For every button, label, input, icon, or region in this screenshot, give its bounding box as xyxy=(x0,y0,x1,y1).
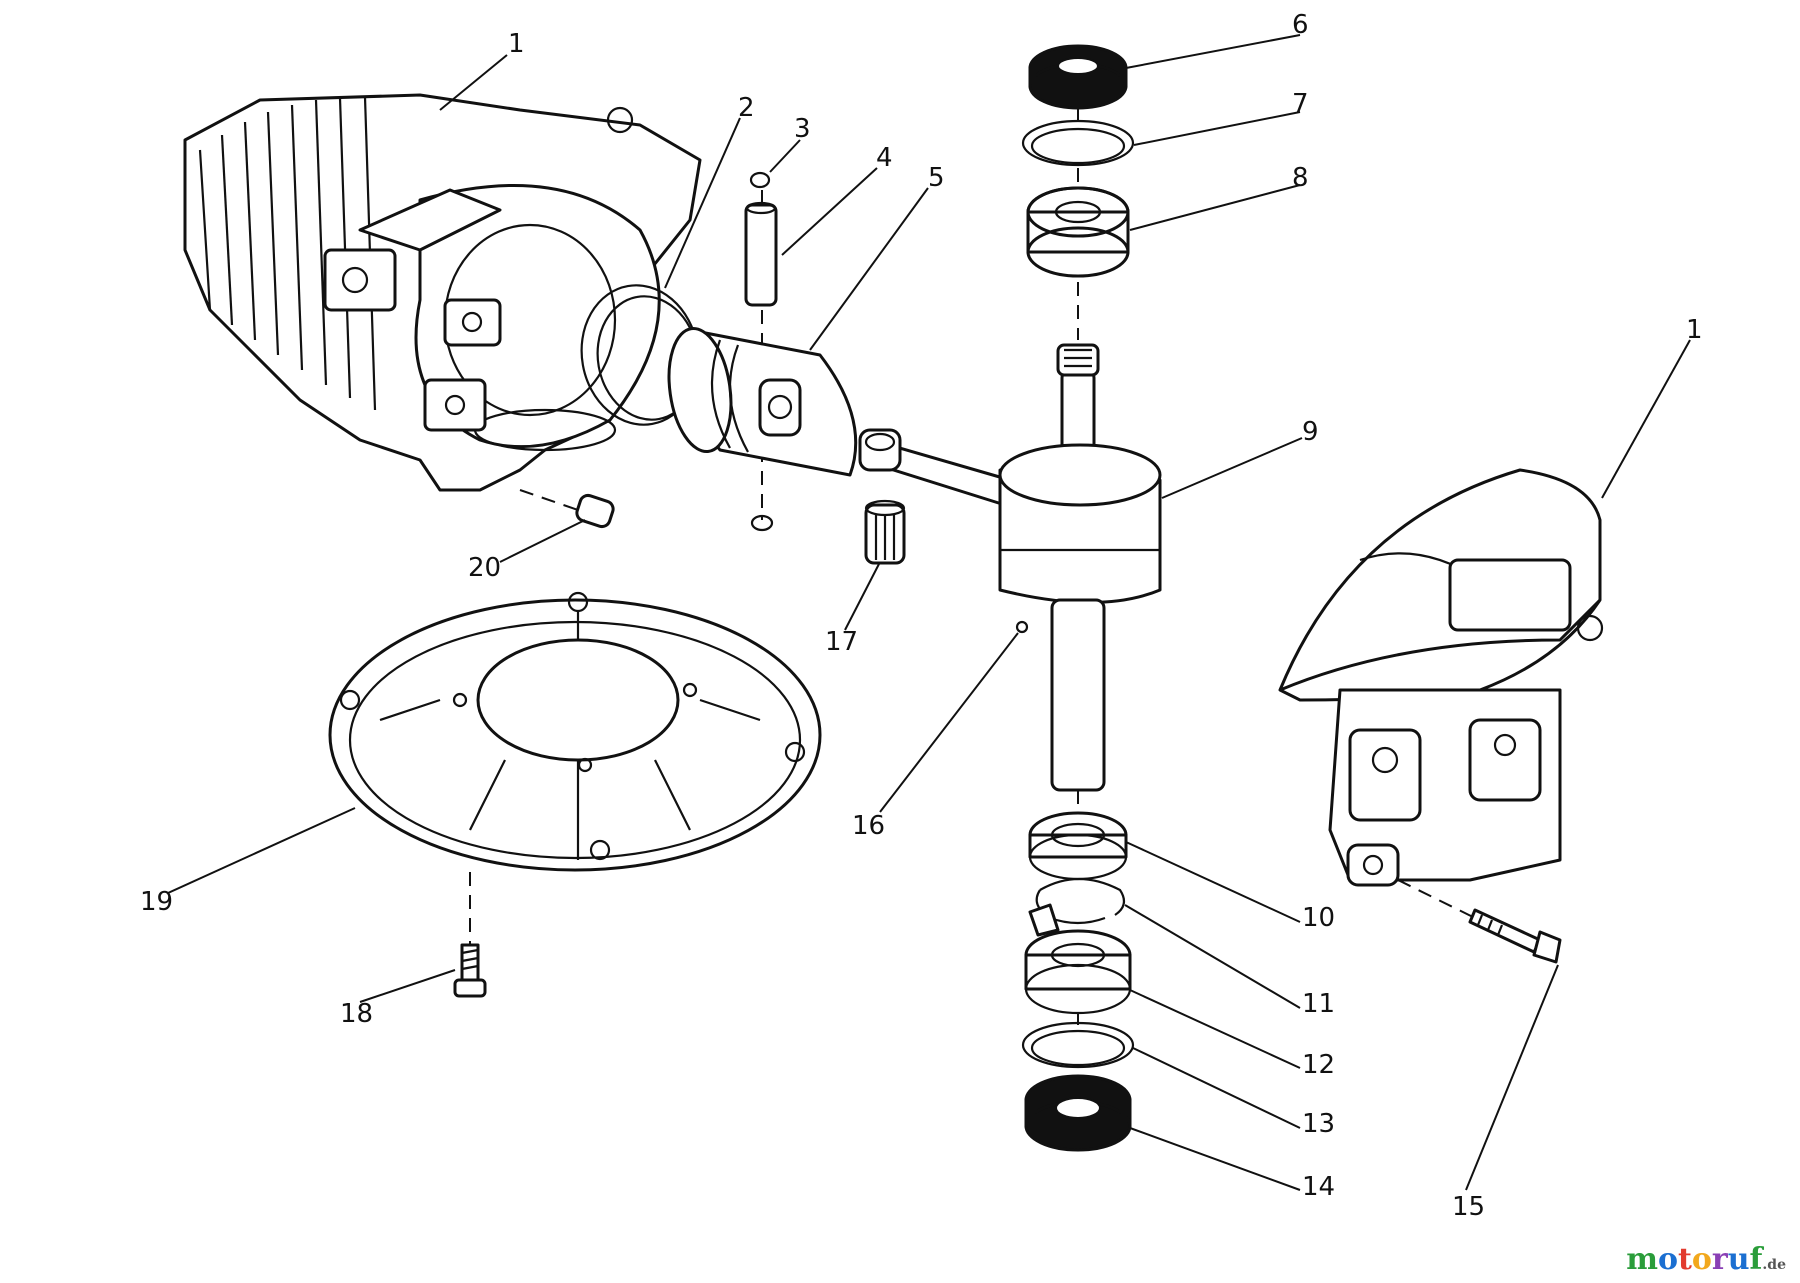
watermark-suffix: .de xyxy=(1762,1257,1786,1273)
callout-6: 6 xyxy=(1292,10,1309,40)
stator-plate-19 xyxy=(328,591,822,872)
ball-bearing-8 xyxy=(1026,186,1130,278)
callout-18: 18 xyxy=(340,999,373,1029)
site-watermark: motoruf.de xyxy=(1626,1242,1786,1277)
callout-17: 17 xyxy=(825,627,858,657)
ball-16 xyxy=(1015,620,1029,634)
callout-1-left: 1 xyxy=(508,29,525,59)
callout-9: 9 xyxy=(1302,417,1319,447)
callout-7: 7 xyxy=(1292,89,1309,119)
callout-4: 4 xyxy=(876,143,893,173)
callout-5: 5 xyxy=(928,163,945,193)
callout-2: 2 xyxy=(738,93,755,123)
leader-lines xyxy=(167,34,1691,1191)
piston-5 xyxy=(667,326,858,477)
crankshaft-9 xyxy=(858,343,1162,830)
callout-labels: 1 2 3 4 5 6 7 8 9 1 10 11 12 13 14 15 16… xyxy=(140,10,1703,1222)
callout-8: 8 xyxy=(1292,163,1309,193)
retaining-ring-13 xyxy=(1021,1021,1135,1069)
seal-10 xyxy=(1028,811,1128,881)
callout-12: 12 xyxy=(1302,1050,1335,1080)
callout-1-right: 1 xyxy=(1686,315,1703,345)
oil-seal-6 xyxy=(1028,44,1128,110)
crankcase-half-right xyxy=(1278,468,1604,887)
cylinder-block-left xyxy=(183,93,702,492)
callout-20: 20 xyxy=(468,553,501,583)
callout-14: 14 xyxy=(1302,1172,1335,1202)
callout-3: 3 xyxy=(794,114,811,144)
callout-15: 15 xyxy=(1452,1192,1485,1222)
callout-13: 13 xyxy=(1302,1109,1335,1139)
watermark-text: motoruf xyxy=(1626,1242,1763,1277)
callout-16: 16 xyxy=(852,811,885,841)
retaining-ring-7 xyxy=(1021,119,1135,167)
screw-18 xyxy=(453,872,487,998)
needle-bearing-17 xyxy=(864,499,906,565)
bushing-20 xyxy=(519,489,615,529)
callout-11: 11 xyxy=(1302,989,1335,1019)
callout-10: 10 xyxy=(1302,903,1335,933)
callout-19: 19 xyxy=(140,887,173,917)
oil-seal-14 xyxy=(1024,1074,1132,1152)
bolt-15 xyxy=(1397,879,1562,964)
ball-bearing-12 xyxy=(1024,929,1132,1015)
wrist-pin-clip-3 xyxy=(749,171,771,205)
snap-ring-11 xyxy=(1028,877,1126,937)
